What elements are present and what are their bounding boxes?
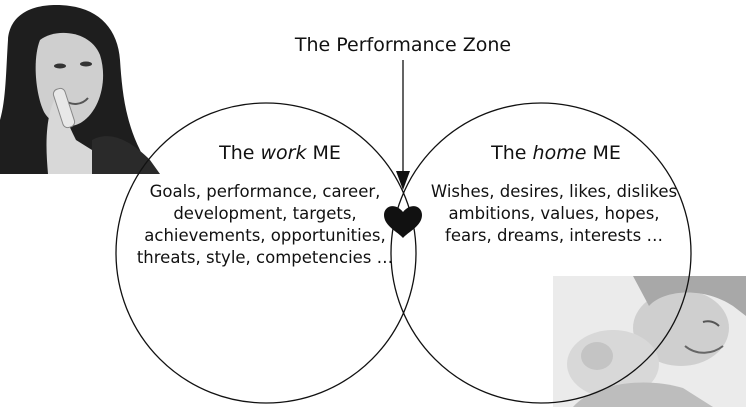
work-me-line: Goals, performance, career, <box>149 182 381 201</box>
work-me-heading: The work ME <box>180 142 380 164</box>
work-me-line: threats, style, competencies … <box>136 248 394 267</box>
home-me-line: ambitions, values, hopes, <box>448 204 660 223</box>
heart-icon <box>384 206 422 238</box>
home-me-line: fears, dreams, interests … <box>445 226 663 245</box>
work-heading-suffix: ME <box>306 142 341 164</box>
work-heading-emphasis: work <box>260 142 307 164</box>
home-heading-prefix: The <box>491 142 533 164</box>
work-me-description: Goals, performance, career, development,… <box>130 181 400 269</box>
work-me-line: development, targets, <box>173 204 357 223</box>
home-me-line: Wishes, desires, likes, dislikes <box>430 182 678 201</box>
home-heading-suffix: ME <box>586 142 621 164</box>
work-me-line: achievements, opportunities, <box>144 226 386 245</box>
arrow-head-icon <box>396 171 410 190</box>
home-me-description: Wishes, desires, likes, dislikes ambitio… <box>418 181 690 247</box>
woman-on-phone-photo <box>0 0 160 174</box>
home-me-circle <box>390 102 692 404</box>
work-me-circle <box>115 102 417 404</box>
home-heading-emphasis: home <box>532 142 587 164</box>
performance-zone-title: The Performance Zone <box>294 34 512 56</box>
work-heading-prefix: The <box>219 142 261 164</box>
home-me-heading: The home ME <box>456 142 656 164</box>
mother-and-baby-photo <box>553 276 746 407</box>
